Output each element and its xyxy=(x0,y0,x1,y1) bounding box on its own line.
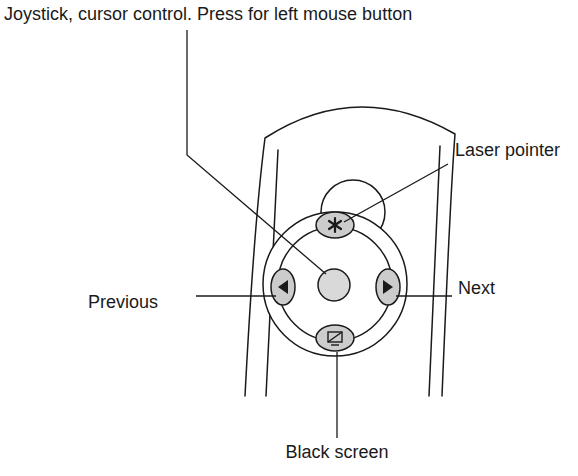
callout-label: Joystick, cursor control. Press for left… xyxy=(4,4,412,25)
leader-line xyxy=(344,164,448,222)
callout-label: Laser pointer xyxy=(455,140,560,161)
button-ring-outer xyxy=(263,212,407,356)
next-symbol xyxy=(383,280,393,294)
leader-line xyxy=(336,352,337,438)
leader-line xyxy=(187,30,326,274)
previous-symbol xyxy=(278,280,288,294)
screen-symbol xyxy=(328,332,342,345)
side-rail xyxy=(429,146,440,396)
previous-button xyxy=(271,269,295,305)
next-button xyxy=(376,269,400,305)
star-symbol xyxy=(329,218,341,232)
leader-line xyxy=(396,295,452,296)
callout-label: Black screen xyxy=(285,442,388,463)
laser-button xyxy=(316,212,354,238)
callout-label: Previous xyxy=(88,292,158,313)
remote-body xyxy=(245,107,455,396)
joystick xyxy=(318,269,350,301)
leader-line xyxy=(196,295,276,296)
callout-label: Next xyxy=(458,278,495,299)
black-screen-button xyxy=(316,325,354,351)
